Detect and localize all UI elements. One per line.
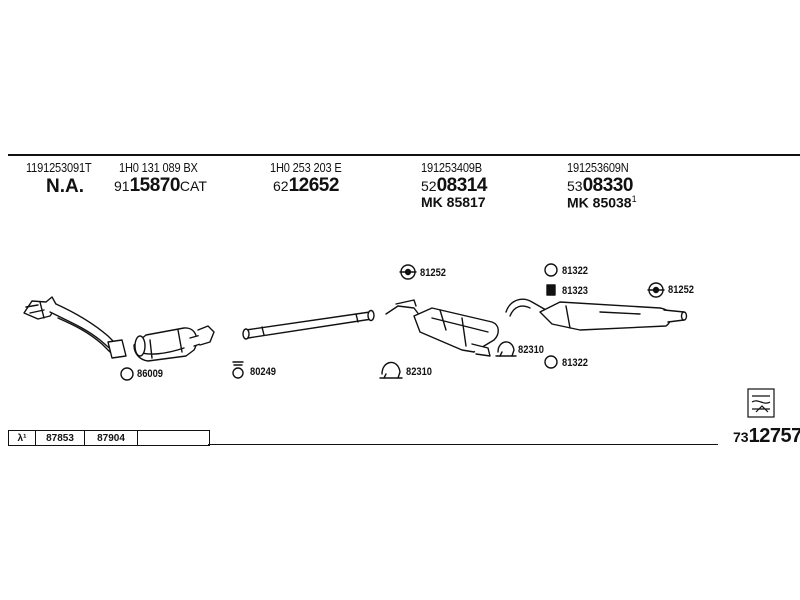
rubber-strip-81252-icon [399, 264, 417, 280]
gasket-86009-icon [120, 367, 134, 381]
gasket-81322-top-icon [544, 263, 558, 277]
middle-pipe-drawing [242, 309, 375, 340]
article-prefix: 91 [114, 178, 130, 194]
diagram-number-main: 12757 [748, 425, 800, 447]
label-86009: 86009 [137, 368, 164, 380]
article-prefix: 53 [567, 178, 583, 194]
lambda-cell: λ¹ [9, 431, 36, 445]
article-main: 08330 [582, 175, 634, 196]
article-number-3: 6212652 [273, 175, 339, 197]
article-number-5: 5308330 [567, 175, 633, 197]
clamp-82310-b-icon [495, 341, 517, 357]
reference-cell-1: 87853 [36, 431, 85, 445]
label-81252: 81252 [420, 267, 447, 279]
bottom-rule [208, 444, 718, 445]
label-82310-b: 82310 [518, 344, 545, 356]
rubber-strip-81252-b-icon [647, 282, 665, 298]
mounting-81323-icon [546, 284, 556, 296]
oe-number-1: 1191253091T [26, 160, 92, 175]
gasket-81322-bottom-icon [544, 355, 558, 369]
car-exhaust-pictogram-icon [747, 388, 775, 418]
article-main: 12652 [288, 175, 340, 196]
label-81252-b: 81252 [668, 284, 695, 296]
oe-number-2: 1H0 131 089 BX [119, 160, 198, 175]
rear-silencer-drawing [505, 298, 688, 331]
mk-superscript: 1 [631, 194, 637, 204]
article-number-2: 9115870CAT [114, 175, 207, 197]
oe-number-3: 1H0 253 203 E [270, 160, 342, 175]
article-main: 08314 [436, 175, 488, 196]
front-pipe-drawing [23, 296, 127, 359]
mk-number-4: MK 85817 [421, 194, 486, 210]
article-suffix: CAT [179, 178, 207, 194]
diagram-number: 7312757 [733, 425, 800, 448]
article-prefix: 62 [273, 178, 289, 194]
mounting-80249-icon [232, 361, 244, 379]
article-number-1: N.A. [46, 176, 84, 197]
label-81322-bottom: 81322 [562, 357, 589, 369]
oe-number-4: 191253409B [421, 160, 482, 175]
label-81323: 81323 [562, 285, 589, 297]
diagram-number-prefix: 73 [733, 429, 749, 445]
article-main: 15870 [129, 175, 181, 196]
header-rule [8, 154, 800, 156]
oe-number-5: 191253609N [567, 160, 629, 175]
article-number-4: 5208314 [421, 175, 487, 197]
mk-number: MK 85038 [567, 194, 632, 211]
reference-cell-2: 87904 [85, 431, 138, 445]
catalytic-converter-drawing [133, 325, 215, 362]
mk-number-5: MK 850381 [567, 194, 637, 211]
article-prefix: 52 [421, 178, 437, 194]
bottom-reference-bar: λ¹ 87853 87904 [8, 430, 210, 446]
reference-cell-3 [138, 431, 209, 445]
clamp-82310-icon [379, 361, 403, 379]
label-82310: 82310 [406, 366, 433, 378]
label-80249: 80249 [250, 366, 277, 378]
label-81322-top: 81322 [562, 265, 589, 277]
front-silencer-drawing [385, 299, 499, 357]
